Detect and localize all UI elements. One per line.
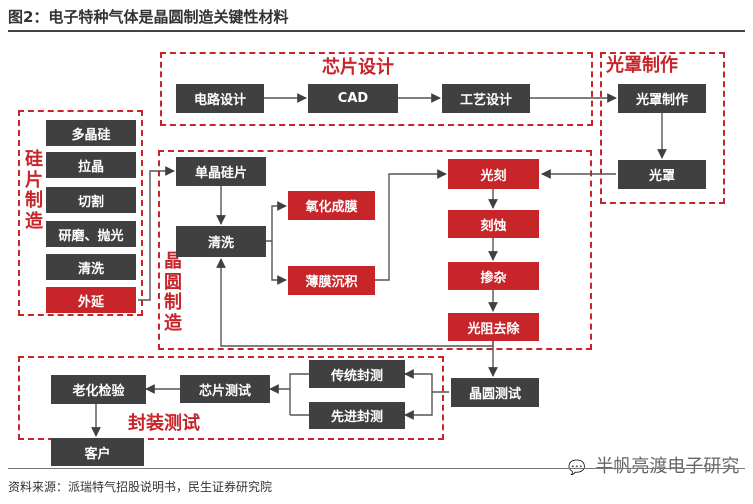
- box-aging-test: 老化检验: [51, 375, 146, 404]
- box-process-design: 工艺设计: [442, 84, 530, 113]
- box-crystal-pulling: 拉晶: [46, 152, 136, 178]
- box-wafer-test: 晶圆测试: [451, 378, 539, 407]
- region-chip-design: [160, 52, 593, 126]
- box-advanced-pkg: 先进封测: [309, 402, 405, 429]
- box-polysilicon: 多晶硅: [46, 120, 136, 146]
- box-traditional-pkg: 传统封测: [309, 360, 405, 388]
- box-single-wafer: 单晶硅片: [176, 157, 266, 186]
- box-cad: CAD: [308, 84, 398, 113]
- box-customer: 客户: [51, 438, 144, 466]
- source-note: 资料来源：派瑞特气招股说明书，民生证券研究院: [8, 480, 273, 494]
- label-mask-making: 光罩制作: [606, 55, 678, 76]
- label-chip-design: 芯片设计: [322, 57, 394, 78]
- box-oxidation: 氧化成膜: [288, 191, 375, 220]
- box-doping: 掺杂: [448, 262, 539, 290]
- footer-divider: [8, 468, 745, 469]
- box-cleaning-si: 清洗: [46, 254, 136, 280]
- figure-title: 图2：电子特种气体是晶圆制造关键性材料: [8, 8, 289, 26]
- box-chip-test: 芯片测试: [180, 375, 270, 403]
- box-cleaning-fab: 清洗: [176, 226, 266, 257]
- watermark-text: 半帆亮渡电子研究: [595, 456, 740, 477]
- label-silicon-wafer: 硅片制造: [25, 149, 43, 233]
- region-silicon-wafer: [18, 110, 143, 316]
- box-epitaxy: 外延: [46, 287, 136, 313]
- watermark: 💬半帆亮渡电子研究: [568, 452, 739, 478]
- region-wafer-fab: [158, 150, 592, 350]
- region-packaging: [18, 356, 444, 440]
- label-wafer-fab: 晶圆制造: [164, 251, 182, 335]
- box-thin-film: 薄膜沉积: [288, 266, 375, 295]
- box-grinding-polishing: 研磨、抛光: [46, 221, 136, 247]
- box-mask-making: 光罩制作: [618, 84, 706, 113]
- region-mask-making: [600, 52, 725, 204]
- box-resist-removal: 光阻去除: [448, 313, 539, 341]
- label-packaging: 封装测试: [128, 413, 200, 434]
- box-etching: 刻蚀: [448, 210, 539, 238]
- title-divider: [8, 30, 745, 32]
- box-cutting: 切割: [46, 187, 136, 213]
- box-lithography: 光刻: [448, 159, 539, 189]
- box-mask: 光罩: [618, 160, 706, 189]
- box-circuit-design: 电路设计: [176, 84, 264, 113]
